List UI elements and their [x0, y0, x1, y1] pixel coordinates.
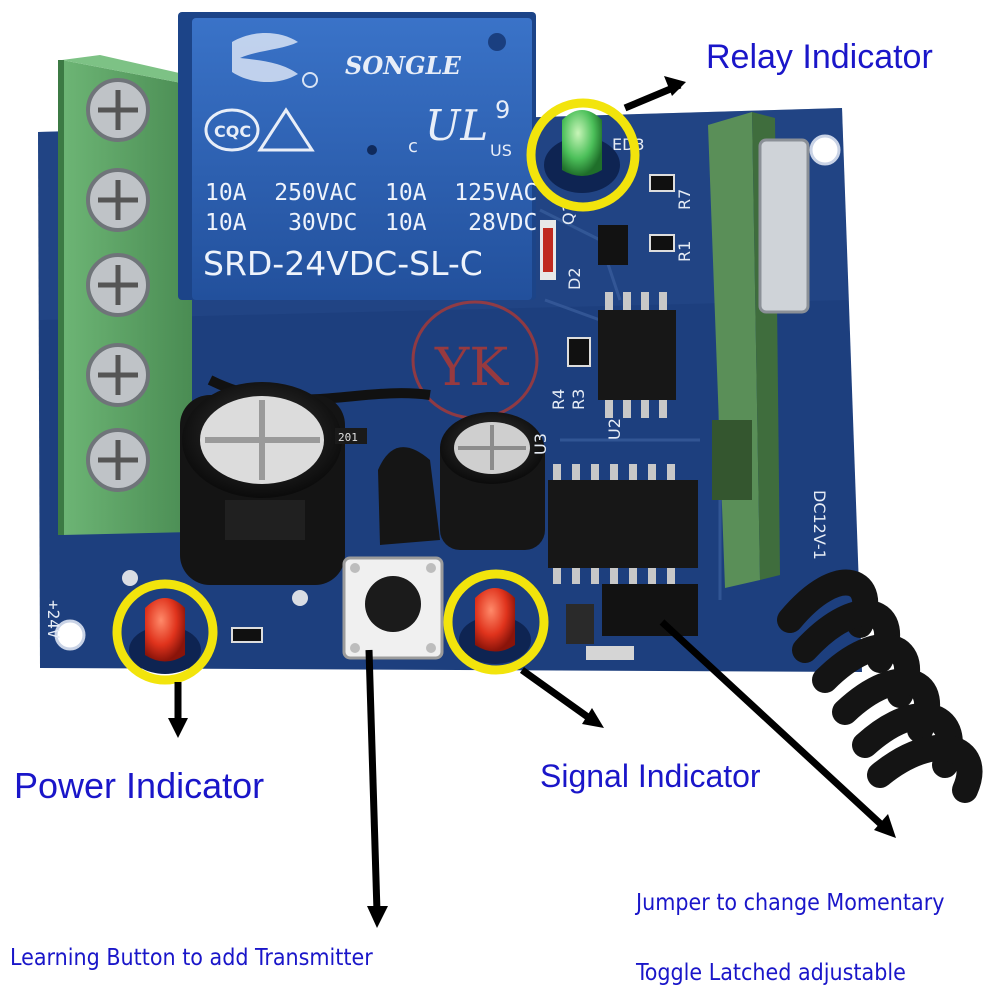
arrow-power-head	[168, 718, 188, 738]
power-indicator-label: Power Indicator	[14, 765, 265, 806]
arrow-signal-head	[582, 708, 604, 728]
relay-ul-num: 9	[495, 96, 510, 124]
ref-u2: U2	[605, 418, 624, 440]
relay-indicator-ring	[526, 98, 640, 212]
arrow-learning	[365, 649, 381, 913]
smd-components	[231, 174, 675, 643]
watermark-text: YK	[434, 338, 509, 398]
arrow-signal	[519, 667, 595, 723]
power-indicator-ring	[112, 579, 218, 685]
relay-indicator-label: Relay Indicator	[706, 38, 933, 76]
mounting-hole	[122, 570, 138, 586]
ref-u3: U3	[531, 433, 550, 455]
ref-r1: R1	[675, 241, 694, 262]
silkscreen-supply: +24V	[44, 600, 63, 639]
ic-u2	[598, 292, 676, 418]
learning-button-label: Learning Button to add Transmitter	[10, 945, 373, 971]
ref-d2: D2	[565, 268, 584, 291]
mounting-hole	[292, 590, 308, 606]
signal-indicator-ring	[443, 569, 549, 675]
arrow-learning-head	[367, 906, 388, 928]
mounting-hole	[54, 619, 86, 651]
large-capacitor	[180, 382, 345, 585]
relay: SONGLE CQC c UL 9 US 10A 250VAC 10A 125V…	[178, 12, 537, 300]
relay-brand: SONGLE	[345, 51, 462, 80]
relay-mark-cqc: CQC	[214, 122, 251, 141]
small-capacitor	[440, 412, 545, 550]
learning-button	[342, 556, 444, 660]
relay-model: SRD-24VDC-SL-C	[203, 244, 483, 283]
power-indicator-led	[129, 598, 201, 674]
relay-ul-us: US	[490, 141, 512, 160]
antenna-coil	[777, 569, 983, 803]
signal-indicator-label: Signal Indicator	[540, 758, 761, 794]
ref-board: DC12V-1	[810, 490, 829, 560]
silkscreen-refs: ED3 Q1 D2 R7 R1 R4 R3 U2 U3 DC12V-1	[531, 135, 829, 560]
relay-ul-mark: UL	[425, 101, 488, 150]
mounting-hole	[809, 134, 841, 166]
capacitor-marking: 201	[338, 431, 358, 444]
transistor	[378, 447, 440, 545]
jumper-header	[566, 584, 698, 660]
callout-arrows	[168, 76, 896, 928]
relay-indicator-led	[544, 110, 620, 193]
ic-u3	[548, 464, 698, 584]
relay-rating-row2: 10A 30VDC 10A 28VDC	[205, 210, 537, 236]
jumper-label-line2: Toggle Latched adjustable	[636, 960, 906, 986]
crystal-oscillator	[758, 138, 810, 314]
ref-r7: R7	[675, 189, 694, 210]
relay-ul-c: c	[408, 136, 418, 157]
ref-r3: R3	[569, 389, 588, 410]
ref-r4: R4	[549, 389, 568, 410]
terminal-screws	[86, 78, 150, 492]
arrow-jumper	[659, 619, 888, 831]
signal-indicator-led	[459, 588, 531, 664]
arrow-relay-head	[664, 76, 686, 96]
arrow-jumper-head	[874, 814, 896, 838]
relay-rating-row1: 10A 250VAC 10A 125VAC	[205, 180, 537, 206]
jumper-label-line1: Jumper to change Momentary	[636, 890, 945, 916]
